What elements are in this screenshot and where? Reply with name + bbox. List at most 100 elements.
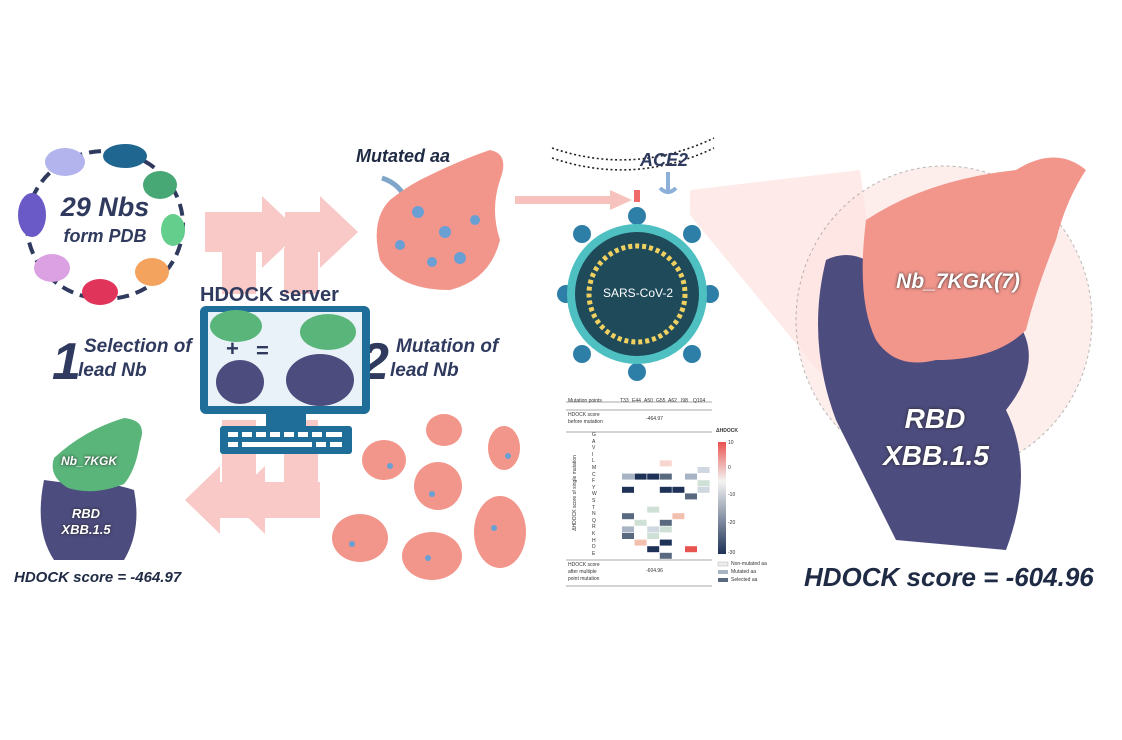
heatmap-column-a50: A50 <box>644 398 653 404</box>
plus-symbol: + <box>226 336 239 361</box>
heatmap-cell <box>672 513 685 520</box>
heatmap-aa-Y: Y <box>592 484 596 491</box>
nb-count-title: 29 Nbs <box>60 192 150 222</box>
heatmap-cell <box>622 486 634 493</box>
colorbar-title: ΔHDOCK <box>716 428 738 434</box>
lead-hdock-score: HDOCK score = -464.97 <box>14 569 182 586</box>
lead-rbd-line1: RBD <box>71 506 101 521</box>
heatmap-aa-S: S <box>592 498 596 504</box>
heatmap-cell <box>672 486 685 493</box>
heatmap-aa-Q: Q <box>592 517 596 524</box>
heatmap-aa-C: C <box>592 471 596 478</box>
heatmap-cell <box>697 467 710 473</box>
heatmap-cell <box>634 539 647 546</box>
heatmap-column-i98: I98 <box>681 398 688 404</box>
heatmap-cell <box>659 519 672 526</box>
colorbar-tick-10: 10 <box>728 440 734 446</box>
step-1-line2: lead Nb <box>78 360 147 381</box>
mutant-structures <box>332 414 526 580</box>
heatmap-aa-F: F <box>592 478 596 485</box>
heatmap-cell <box>685 546 697 553</box>
heatmap-cell <box>659 552 672 559</box>
heatmap-aa-I: I <box>592 451 594 458</box>
heatmap-aa-N: N <box>592 511 596 518</box>
heatmap-cell <box>659 486 672 493</box>
heatmap-cell <box>697 480 710 487</box>
colorbar-tick-minus10: -10 <box>728 492 736 498</box>
heatmap-aa-K: K <box>592 531 596 537</box>
mutated-aa-label: Mutated aa <box>356 146 451 166</box>
heatmap-column-g55: G55 <box>656 398 666 404</box>
heatmap-before-label-1: HDOCK score <box>568 412 600 418</box>
heatmap-aa-H: H <box>592 537 596 544</box>
final-hdock-score: HDOCK score = -604.96 <box>804 562 1094 592</box>
heatmap-cell <box>647 533 660 539</box>
heatmap-cell <box>659 460 672 467</box>
heatmap-column-t33: T33 <box>620 398 629 404</box>
step-2-line1: Mutation of <box>396 336 499 357</box>
step-2-line2: lead Nb <box>390 360 459 381</box>
lead-complex-structure <box>40 418 142 560</box>
heatmap-cell <box>647 506 660 513</box>
heatmap-cell <box>685 493 697 500</box>
step-1-number: 1 <box>52 333 81 391</box>
heatmap-cell <box>685 473 697 480</box>
heatmap-chart <box>566 401 729 587</box>
heatmap-aa-T: T <box>592 504 596 511</box>
mutated-nb-structure <box>376 150 504 290</box>
heatmap-cell <box>697 486 710 493</box>
heatmap-column-e44: E44 <box>632 398 641 404</box>
final-nb-label: Nb_7KGK(7) <box>896 270 1020 293</box>
heatmap-cell <box>634 473 647 480</box>
sars-cov-2-virus <box>557 207 719 381</box>
heatmap-cell <box>622 526 634 533</box>
legend-non-mutated: Non-mutated aa <box>731 561 767 567</box>
heatmap-cell <box>659 539 672 546</box>
heatmap-aa-R: R <box>592 524 596 531</box>
colorbar-tick-minus20: -20 <box>728 520 736 526</box>
nb-library-circle <box>18 144 185 305</box>
heatmap-before-label-2: before mutation <box>568 419 603 425</box>
heatmap-aa-W: W <box>592 491 597 498</box>
heatmap-after-label-1: HDOCK score <box>568 562 600 568</box>
lead-nb-label: Nb_7KGK <box>60 454 117 468</box>
heatmap-side-label: ΔHDOCK score of single mutation <box>572 455 578 531</box>
heatmap-aa-D: D <box>592 544 596 551</box>
heatmap-before-value: -464.97 <box>646 416 663 422</box>
heatmap-cell <box>634 519 647 526</box>
heatmap-aa-G: G <box>592 432 596 438</box>
heatmap-column-q104: Q104 <box>693 398 706 404</box>
heatmap-cell <box>659 526 672 533</box>
final-complex-structure <box>818 157 1086 550</box>
heatmap-aa-L: L <box>592 458 595 465</box>
legend-selected: Selected aa <box>731 577 758 583</box>
heatmap-cell <box>622 533 634 539</box>
heatmap-after-value: -604.96 <box>646 568 663 574</box>
legend-mutated: Mutated aa <box>731 569 757 575</box>
equals-symbol: = <box>256 338 269 363</box>
server-label: HDOCK server <box>200 284 339 306</box>
heatmap-aa-E: E <box>592 550 596 557</box>
heatmap-aa-M: M <box>592 465 597 471</box>
virus-name: SARS-CoV-2 <box>602 286 674 300</box>
final-rbd-line1: RBD <box>904 403 966 434</box>
heatmap-cell <box>622 513 634 520</box>
heatmap-after-label-2: after multiple <box>568 569 597 575</box>
computer-monitor-icon <box>200 306 370 454</box>
heatmap-cell <box>622 473 634 480</box>
colorbar-tick-0: 0 <box>728 465 731 471</box>
colorbar-tick-minus30: -30 <box>728 550 736 556</box>
virus-membrane <box>551 137 715 202</box>
ace2-label: ACE2 <box>640 150 689 170</box>
heatmap-after-label-3: point mutation <box>568 576 600 582</box>
heatmap-cell <box>647 473 660 480</box>
step-1-line1: Selection of <box>84 336 192 357</box>
heatmap-aa-A: A <box>592 438 596 445</box>
heatmap-cell <box>659 473 672 480</box>
lead-rbd-line2: XBB.1.5 <box>61 522 111 537</box>
final-rbd-line2: XBB.1.5 <box>883 440 989 471</box>
heatmap-row-header: Mutation points <box>568 398 602 404</box>
heatmap-cell <box>647 526 660 533</box>
heatmap-aa-V: V <box>592 445 596 452</box>
nb-source-subtitle: form PDB <box>63 226 147 246</box>
